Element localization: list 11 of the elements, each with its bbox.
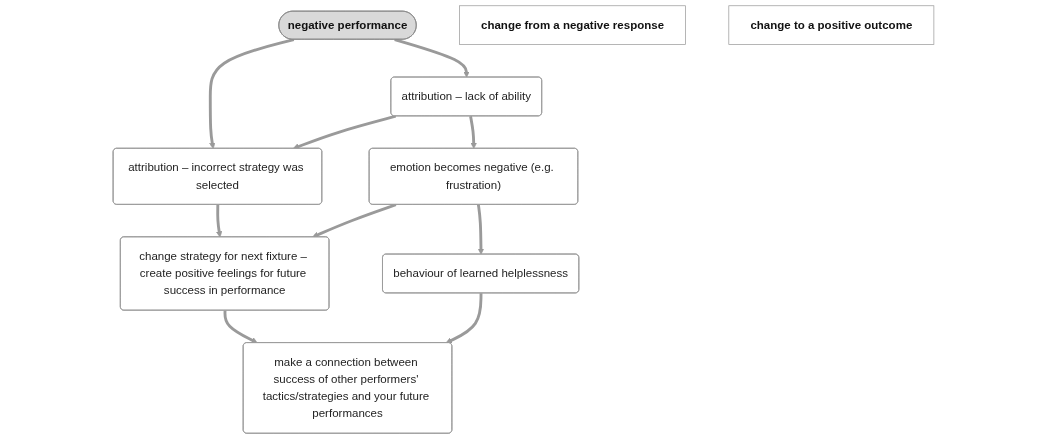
arrow	[208, 38, 295, 149]
node-box: change to a positive outcome	[728, 5, 935, 45]
arrow	[223, 310, 258, 344]
arrow	[445, 293, 483, 344]
arrow	[312, 203, 397, 238]
arrow	[476, 204, 485, 255]
arrow	[469, 115, 477, 149]
arrow	[394, 38, 470, 78]
arrow	[216, 204, 223, 238]
arrow	[292, 114, 397, 150]
node-box: change from a negative response	[459, 5, 686, 45]
